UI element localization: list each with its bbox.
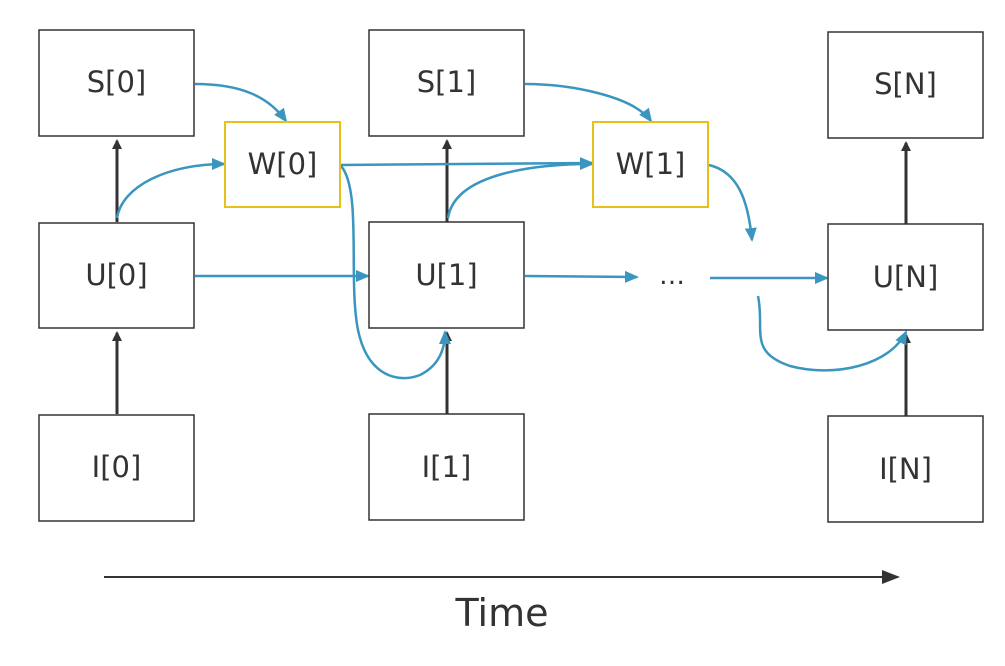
svg-text:U[1]: U[1] — [415, 258, 477, 292]
svg-text:I[N]: I[N] — [879, 452, 932, 486]
svg-text:I[1]: I[1] — [422, 450, 472, 484]
node-s0: S[0] — [38, 29, 195, 137]
node-sn: S[N] — [827, 31, 984, 139]
node-u1: U[1] — [368, 221, 525, 329]
edge-u1-w1 — [446, 158, 594, 219]
edge-s1-w1 — [524, 82, 653, 123]
svg-text:U[N]: U[N] — [873, 260, 939, 294]
ellipsis: … — [659, 261, 685, 291]
svg-text:I[0]: I[0] — [92, 450, 142, 484]
node-u0: U[0] — [38, 222, 195, 329]
svg-text:S[N]: S[N] — [874, 67, 937, 101]
edge-u1-ellipsis — [524, 270, 639, 283]
time-axis-label: Time — [455, 591, 549, 635]
node-in: I[N] — [827, 415, 984, 523]
svg-text:U[0]: U[0] — [85, 258, 147, 292]
svg-text:S[1]: S[1] — [417, 65, 477, 99]
svg-text:W[0]: W[0] — [248, 147, 318, 181]
node-un: U[N] — [827, 223, 984, 331]
edge-incoming-un — [756, 295, 908, 372]
node-i1: I[1] — [368, 413, 525, 521]
edge-w0-w1 — [340, 157, 594, 170]
node-w0: W[0] — [224, 121, 341, 208]
edge-s0-w0 — [194, 82, 288, 123]
edge-w0-u1 — [340, 165, 451, 380]
edge-w1-continue — [708, 163, 757, 242]
node-i0: I[0] — [38, 414, 195, 522]
svg-text:S[0]: S[0] — [87, 65, 147, 99]
node-w1: W[1] — [592, 121, 709, 208]
edge-u0-w0 — [115, 158, 226, 219]
svg-text:W[1]: W[1] — [616, 147, 686, 181]
node-s1: S[1] — [368, 29, 525, 137]
